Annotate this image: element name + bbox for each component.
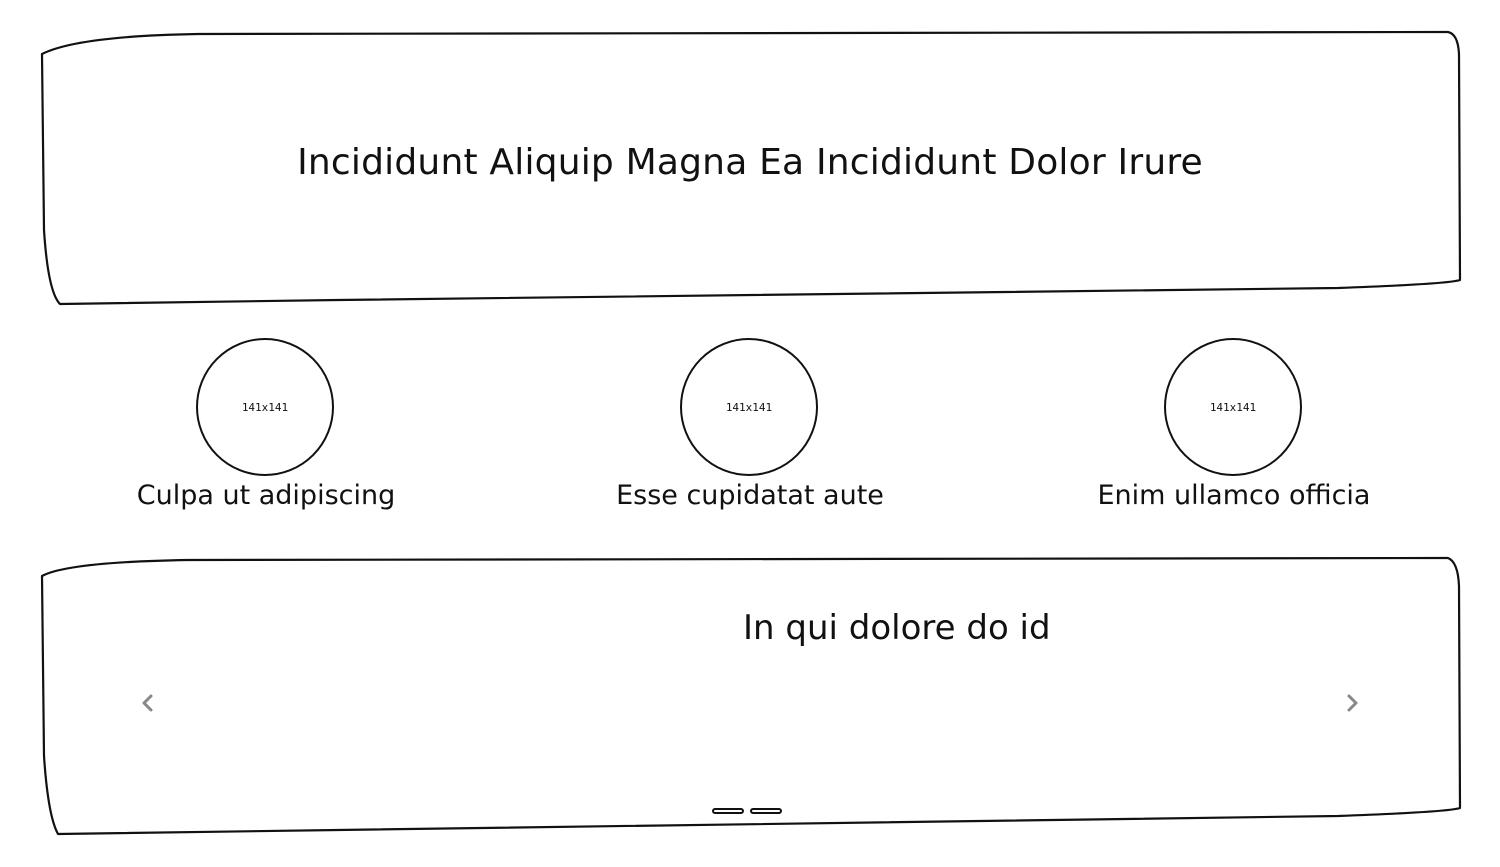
feature-image-placeholder: 141x141 [1164, 338, 1302, 476]
chevron-left-icon [142, 694, 153, 712]
image-size-label: 141x141 [1209, 400, 1257, 414]
carousel-slide-title: In qui dolore do id [743, 608, 1051, 648]
feature-item: 141x141 Esse cupidatat aute [590, 336, 910, 526]
carousel: In qui dolore do id [38, 556, 1462, 836]
chevron-right-icon [1347, 694, 1358, 712]
carousel-indicator[interactable] [712, 808, 744, 814]
carousel-indicator[interactable] [750, 808, 782, 814]
feature-row: 141x141 Culpa ut adipiscing 141x141 Esse… [0, 336, 1500, 526]
feature-image-placeholder: 141x141 [680, 338, 818, 476]
carousel-indicators [712, 808, 782, 814]
image-size-label: 141x141 [725, 400, 773, 414]
hero-banner: Incididunt Aliquip Magna Ea Incididunt D… [38, 30, 1462, 308]
feature-caption: Enim ullamco officia [1097, 480, 1371, 511]
feature-caption: Culpa ut adipiscing [136, 480, 396, 511]
carousel-prev-button[interactable] [134, 689, 162, 717]
feature-caption: Esse cupidatat aute [616, 480, 884, 511]
carousel-frame [40, 556, 1462, 836]
hero-title: Incididunt Aliquip Magna Ea Incididunt D… [297, 142, 1203, 183]
image-size-label: 141x141 [241, 400, 289, 414]
feature-item: 141x141 Enim ullamco officia [1074, 336, 1394, 526]
carousel-next-button[interactable] [1338, 689, 1366, 717]
feature-item: 141x141 Culpa ut adipiscing [106, 336, 426, 526]
hero-frame [40, 30, 1462, 306]
feature-image-placeholder: 141x141 [196, 338, 334, 476]
